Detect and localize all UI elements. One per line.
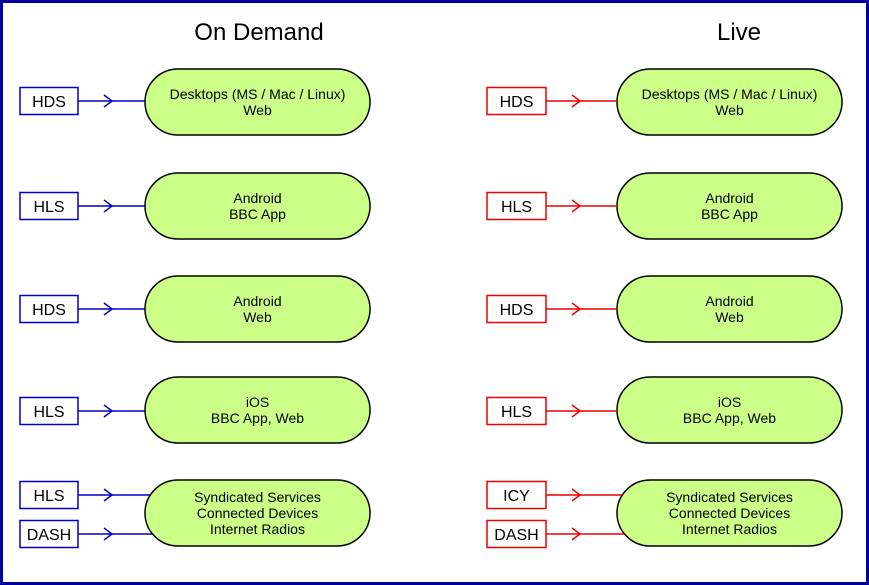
device-node-label: Web [243, 309, 272, 325]
protocol-label: HLS [33, 404, 64, 421]
arrowhead [571, 199, 582, 213]
protocol-label: HDS [500, 302, 534, 319]
protocol-label: DASH [27, 527, 71, 544]
protocol-box [19, 86, 79, 116]
live-protocol-dash: DASH [486, 519, 625, 549]
device-node-label: Web [715, 102, 744, 118]
device-node-label: iOS [718, 394, 741, 410]
device-node-label: BBC App, Web [211, 410, 304, 426]
device-node-label: Android [233, 190, 281, 206]
protocol-box [486, 480, 547, 510]
device-node-shape [144, 68, 371, 136]
device-node-label: Syndicated Services [666, 489, 793, 505]
device-node-label: BBC App [229, 206, 286, 222]
arrowhead [103, 488, 114, 502]
arrowhead [103, 302, 114, 316]
on-demand-column-title: On Demand [194, 19, 323, 46]
arrowhead [103, 199, 114, 213]
device-node-shape [616, 376, 843, 444]
on-demand-protocol-hls: HLS [19, 191, 145, 221]
protocol-label: HLS [33, 488, 64, 505]
protocol-label: HLS [33, 199, 64, 216]
device-node-label: Internet Radios [682, 521, 777, 537]
live-protocol-hls: HLS [486, 396, 617, 426]
device-node-label: Android [705, 293, 753, 309]
device-node-shape [616, 68, 843, 136]
arrowhead [571, 302, 582, 316]
protocol-box [19, 519, 79, 549]
protocol-label: DASH [494, 527, 538, 544]
device-node-shape [144, 376, 371, 444]
live-column-title: Live [717, 19, 761, 46]
arrowhead [103, 527, 114, 541]
live-protocol-hls: HLS [486, 191, 617, 221]
on-demand-protocol-hds: HDS [19, 86, 145, 116]
on-demand-protocol-hls: HLS [19, 480, 151, 510]
arrowhead [571, 527, 582, 541]
arrowhead [571, 488, 582, 502]
device-node-label: Web [715, 309, 744, 325]
protocol-box [486, 519, 547, 549]
on-demand-protocol-hls: HLS [19, 396, 145, 426]
device-node-label: Web [243, 102, 272, 118]
protocol-label: HLS [501, 199, 532, 216]
live-protocol-hds: HDS [486, 86, 617, 116]
device-node-label: Connected Devices [197, 505, 318, 521]
protocol-box [19, 480, 79, 510]
on-demand-protocol-dash: DASH [19, 519, 153, 549]
device-node-label: BBC App [701, 206, 758, 222]
on-demand-protocol-hds: HDS [19, 294, 145, 324]
on-demand-device-node: Desktops (MS / Mac / Linux)Web [144, 68, 371, 136]
live-protocol-hds: HDS [486, 294, 617, 324]
device-node-label: Internet Radios [210, 521, 305, 537]
live-device-node: Desktops (MS / Mac / Linux)Web [616, 68, 843, 136]
protocol-label: HDS [500, 94, 534, 111]
protocol-label: HLS [501, 404, 532, 421]
device-node-label: Desktops (MS / Mac / Linux) [170, 86, 346, 102]
arrowhead [571, 94, 582, 108]
device-node-label: Desktops (MS / Mac / Linux) [642, 86, 818, 102]
protocol-label: ICY [503, 488, 530, 505]
protocol-box [486, 294, 547, 324]
protocol-box [19, 294, 79, 324]
device-node-shape [616, 479, 843, 547]
device-node-label: Connected Devices [669, 505, 790, 521]
live-protocol-icy: ICY [486, 480, 623, 510]
protocol-label: HDS [32, 302, 66, 319]
device-node-label: Syndicated Services [194, 489, 321, 505]
device-node-shape [144, 479, 371, 547]
protocol-label: HDS [32, 94, 66, 111]
device-node-label: Android [233, 293, 281, 309]
device-node-label: iOS [246, 394, 269, 410]
arrowhead [103, 94, 114, 108]
device-node-label: BBC App, Web [683, 410, 776, 426]
arrowhead [103, 404, 114, 418]
arrowhead [571, 404, 582, 418]
device-node-label: Android [705, 190, 753, 206]
